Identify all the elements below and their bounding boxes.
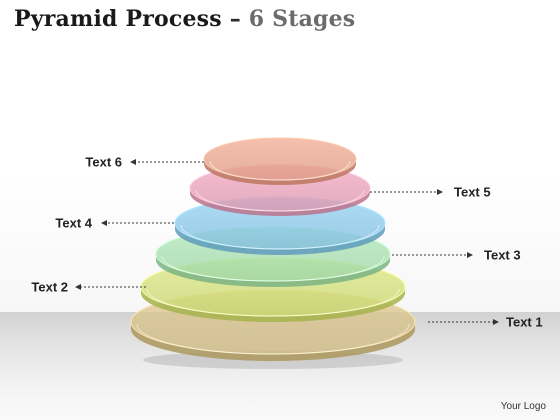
stage-5-label: Text 5 (454, 185, 491, 200)
label-connectors (75, 159, 499, 325)
stage-2-highlight (146, 288, 400, 317)
stage-2-edge (141, 287, 405, 322)
title-separator: – (229, 6, 241, 32)
stage-1-highlight (136, 323, 410, 355)
stage-1-label: Text 1 (506, 315, 543, 330)
stage-3-edge (156, 254, 390, 287)
stage-labels: Text 1 Text 2 Text 3 Text 4 Text 5 Text 6 (31, 155, 542, 330)
stage-4-edge (175, 223, 385, 255)
stage-5-highlight (195, 189, 365, 212)
title-accent: 6 Stages (248, 6, 356, 32)
stage-4-highlight (180, 224, 380, 250)
stage-1-edge (131, 322, 415, 361)
stage-6-disc (203, 137, 357, 185)
title-main: Pyramid Process (14, 6, 222, 32)
stage-6-edge (204, 159, 356, 185)
stage-5-edge (190, 188, 370, 216)
stage-6-highlight (209, 160, 351, 181)
stage-3-highlight (161, 255, 385, 282)
stage-2-label: Text 2 (31, 280, 68, 295)
pyramid-discs (130, 137, 416, 369)
stage-3-label: Text 3 (484, 248, 521, 263)
stage-4-label: Text 4 (55, 216, 92, 231)
page-title: Pyramid Process – 6 Stages (14, 6, 355, 32)
footer-logo: Your Logo (500, 401, 546, 412)
stage-6-top (203, 137, 357, 181)
stage-6-label: Text 6 (85, 155, 122, 170)
